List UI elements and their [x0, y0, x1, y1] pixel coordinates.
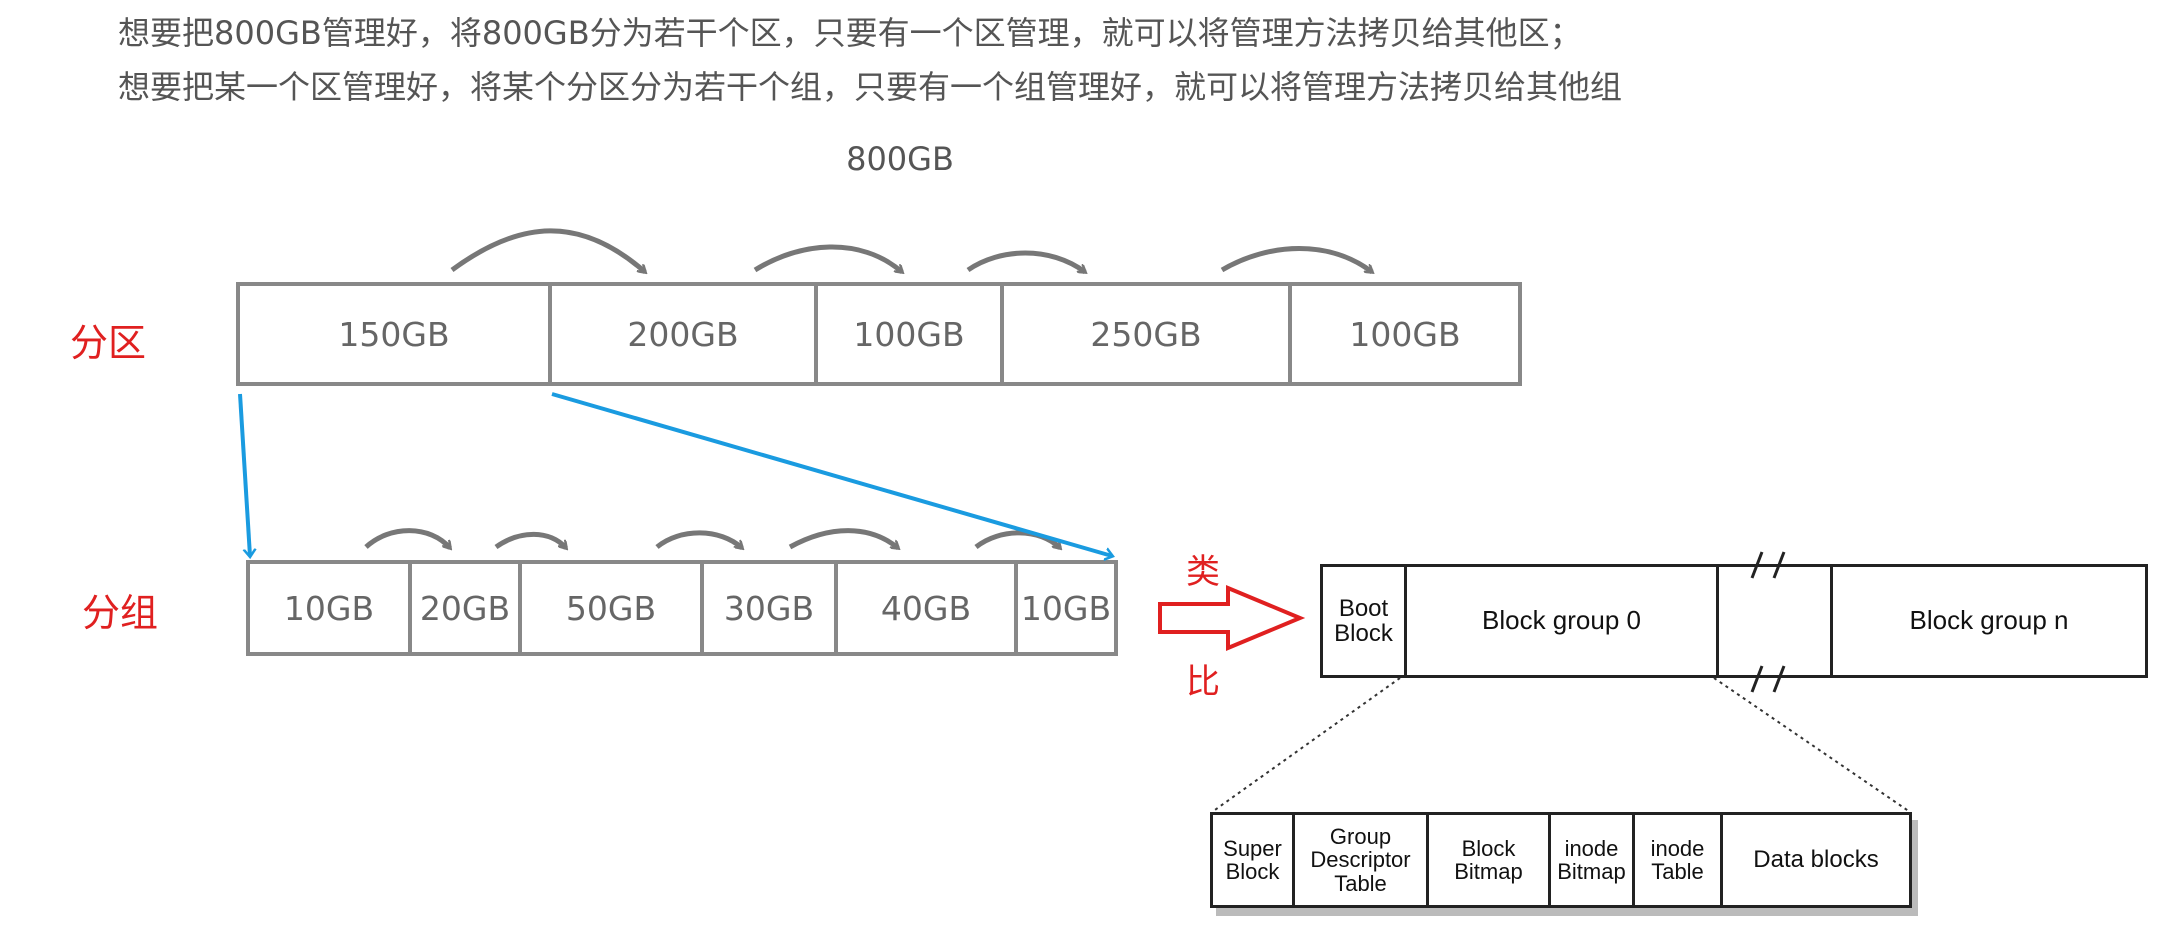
group-row-label: 分组 [82, 591, 159, 635]
partition-bar: 150GB 200GB 100GB 250GB 100GB [236, 282, 1522, 386]
group-segment: 40GB [838, 564, 1018, 652]
copy-arrow [655, 530, 742, 548]
analogy-label-top: 类 [1186, 552, 1220, 592]
group-segment: 30GB [704, 564, 838, 652]
group-segment: 20GB [412, 564, 522, 652]
super-block-cell: Super Block [1213, 815, 1295, 905]
inode-bitmap-cell: inode Bitmap [1551, 815, 1635, 905]
copy-arrow [974, 530, 1060, 548]
block-group-detail: Super Block Group Descriptor Table Block… [1210, 812, 1912, 908]
disk-total-label: 800GB [846, 140, 954, 178]
expand-line-left [1211, 677, 1401, 813]
group-descriptor-table-cell: Group Descriptor Table [1295, 815, 1429, 905]
group-segment: 50GB [522, 564, 704, 652]
copy-arrow [966, 250, 1085, 275]
partition-segment: 100GB [818, 286, 1004, 382]
copy-arrow [364, 528, 450, 548]
group-segment: 10GB [250, 564, 412, 652]
intro-line-2: 想要把某一个区管理好，将某个分区分为若干个组，只要有一个组管理好，就可以将管理方… [118, 68, 1623, 106]
zoom-connector-left [238, 393, 250, 556]
copy-arrow [788, 528, 898, 548]
zoom-connector-right [551, 392, 1112, 556]
break-mark-bottom [1750, 665, 1786, 693]
expand-line-right [1713, 677, 1911, 813]
block-group-n-cell: Block group n [1909, 605, 2069, 636]
group-bar: 10GB 20GB 50GB 30GB 40GB 10GB [246, 560, 1118, 656]
analogy-arrow [1158, 585, 1306, 651]
copy-arrow [753, 244, 902, 272]
copy-arrow [450, 228, 645, 272]
data-blocks-cell: Data blocks [1753, 846, 1879, 874]
ext-layout-strip: Boot Block Block group 0 Block group n [1320, 564, 2148, 678]
block-group-0-cell: Block group 0 [1407, 567, 1719, 675]
partition-segment: 200GB [552, 286, 818, 382]
copy-arrow [1220, 246, 1372, 273]
partition-segment: 250GB [1004, 286, 1292, 382]
inode-table-cell: inode Table [1635, 815, 1723, 905]
partition-row-label: 分区 [70, 321, 147, 365]
block-bitmap-cell: Block Bitmap [1429, 815, 1551, 905]
partition-segment: 150GB [240, 286, 552, 382]
analogy-label-bottom: 比 [1186, 662, 1220, 702]
break-mark-top [1750, 551, 1786, 579]
intro-line-1: 想要把800GB管理好，将800GB分为若干个区，只要有一个区管理，就可以将管理… [118, 14, 1582, 52]
copy-arrow [494, 531, 566, 548]
block-group-gap [1719, 567, 1833, 675]
boot-block-cell: Boot Block [1323, 567, 1407, 675]
partition-segment: 100GB [1349, 314, 1461, 354]
group-segment: 10GB [1020, 588, 1112, 628]
